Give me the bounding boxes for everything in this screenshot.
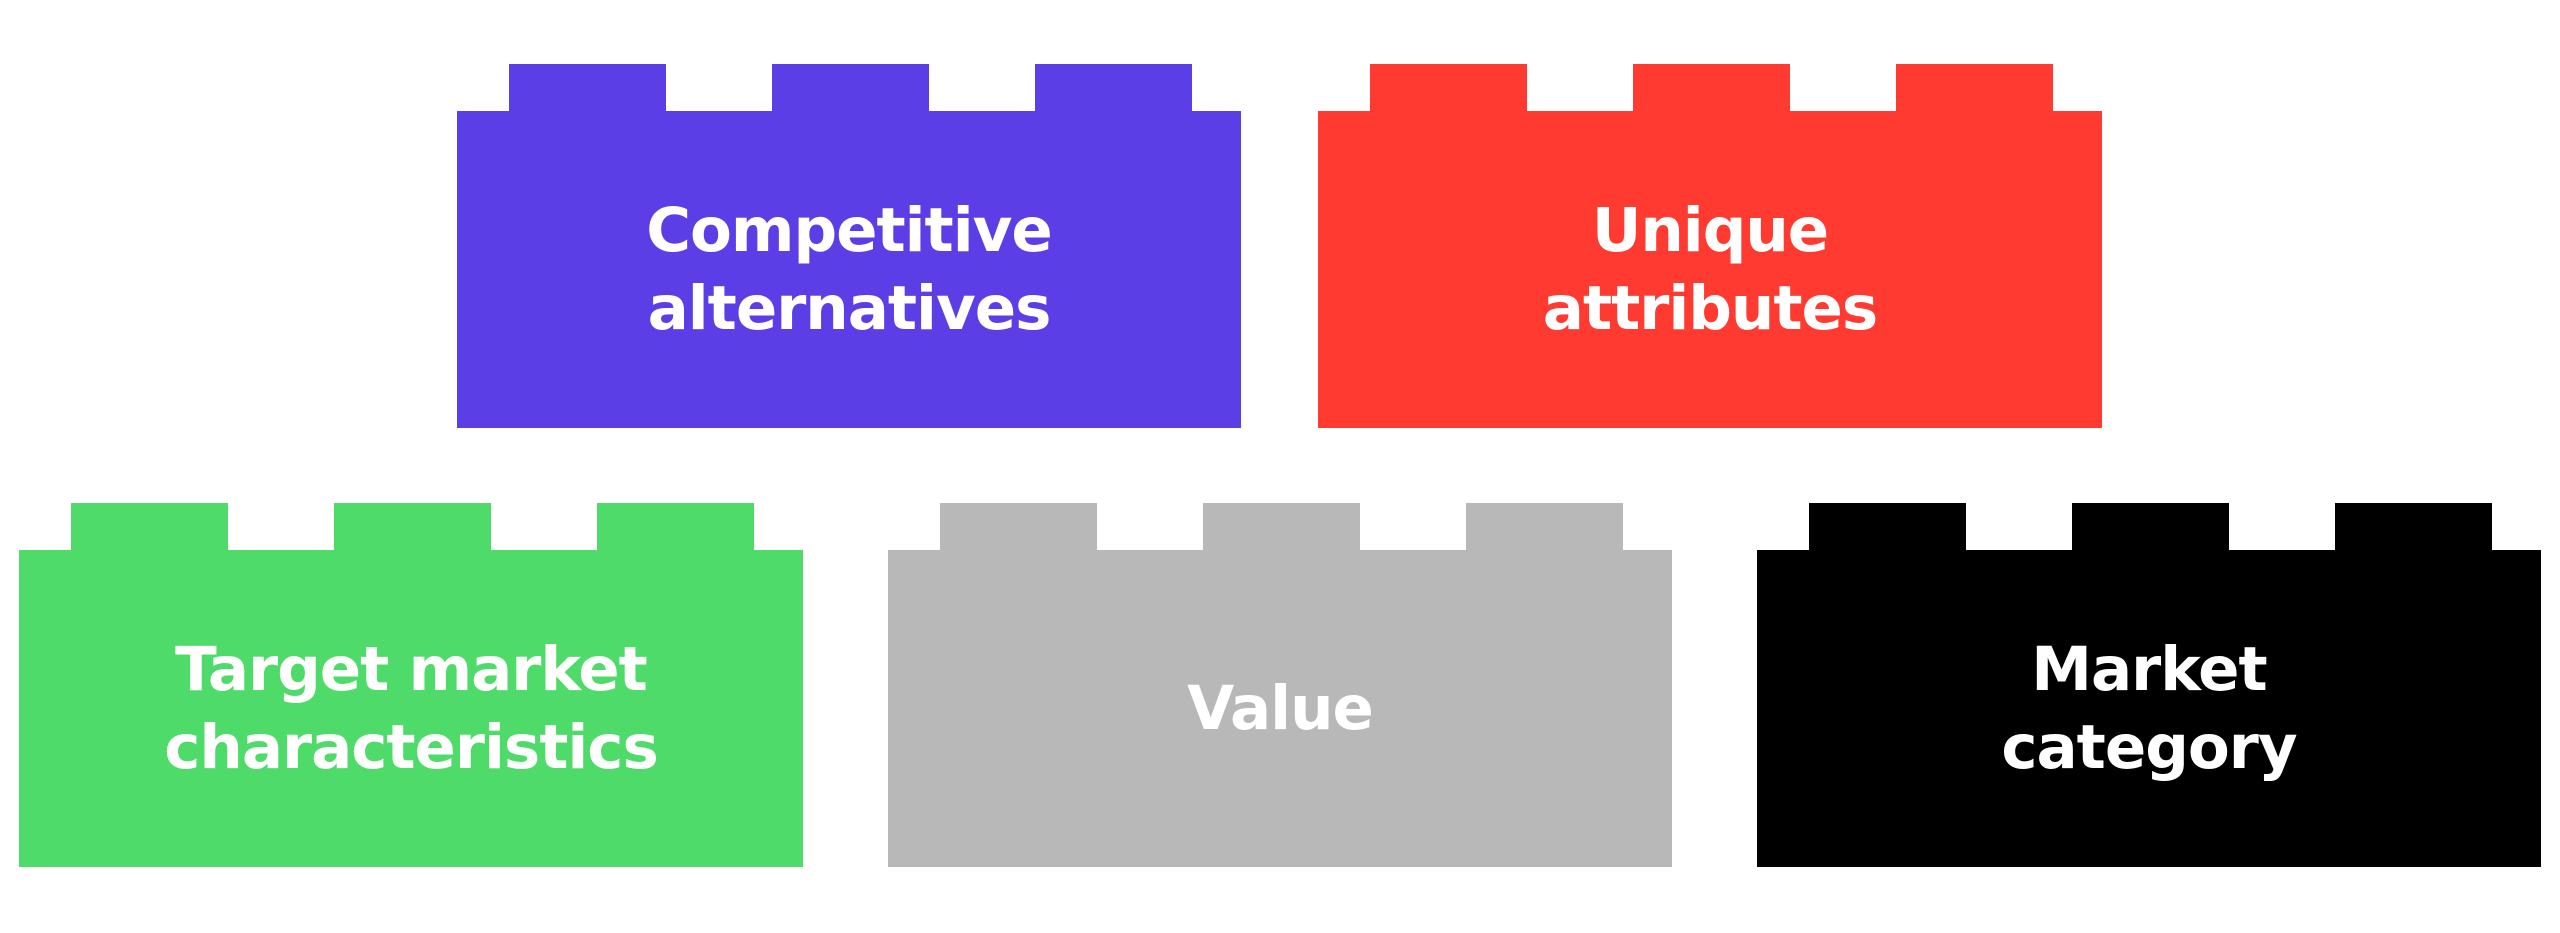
brick-body: Unique attributes bbox=[1318, 111, 2102, 428]
brick-stud bbox=[1203, 503, 1360, 551]
brick-stud bbox=[1809, 503, 1966, 551]
brick-competitive-alternatives: Competitive alternatives bbox=[457, 64, 1241, 428]
brick-body: Competitive alternatives bbox=[457, 111, 1241, 428]
brick-stud bbox=[1035, 64, 1192, 112]
brick-body: Value bbox=[888, 550, 1672, 867]
brick-label-line: characteristics bbox=[164, 711, 659, 783]
brick-market-category: Market category bbox=[1757, 503, 2541, 867]
brick-stud bbox=[597, 503, 754, 551]
brick-stud bbox=[2072, 503, 2229, 551]
brick-stud bbox=[1370, 64, 1527, 112]
brick-label-line: Market bbox=[2031, 633, 2267, 705]
brick-label-line: Value bbox=[1187, 672, 1374, 744]
brick-label-line: alternatives bbox=[647, 272, 1052, 344]
brick-unique-attributes: Unique attributes bbox=[1318, 64, 2102, 428]
brick-stud bbox=[334, 503, 491, 551]
brick-target-market-characteristics: Target market characteristics bbox=[19, 503, 803, 867]
brick-stud bbox=[1466, 503, 1623, 551]
brick-stud bbox=[71, 503, 228, 551]
brick-label-line: category bbox=[2001, 711, 2297, 783]
brick-stud bbox=[1633, 64, 1790, 112]
brick-stud bbox=[509, 64, 666, 112]
brick-stud bbox=[940, 503, 1097, 551]
brick-value: Value bbox=[888, 503, 1672, 867]
brick-body: Market category bbox=[1757, 550, 2541, 867]
brick-label-line: Competitive bbox=[646, 194, 1053, 266]
brick-stud bbox=[2335, 503, 2492, 551]
brick-label-line: Unique bbox=[1591, 194, 1829, 266]
brick-label-line: Target market bbox=[175, 633, 648, 705]
brick-label-line: attributes bbox=[1542, 272, 1878, 344]
brick-stud bbox=[1896, 64, 2053, 112]
brick-body: Target market characteristics bbox=[19, 550, 803, 867]
brick-stud bbox=[772, 64, 929, 112]
